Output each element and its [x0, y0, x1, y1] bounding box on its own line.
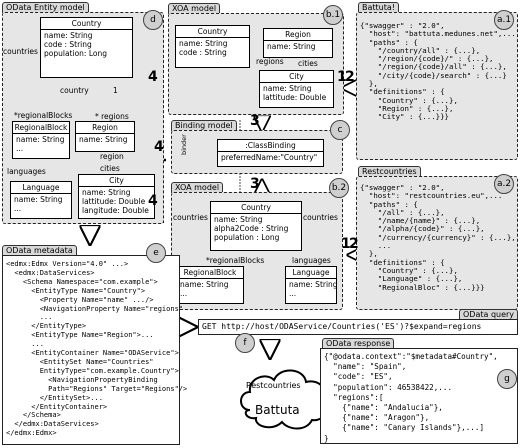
label-countries: countries	[3, 47, 38, 56]
class-name: Region	[76, 122, 134, 134]
class-region: Region name: String	[75, 121, 135, 152]
step-number-4: 4	[148, 193, 158, 209]
odata-response-code: {"@odata.context":"$metadata#Country", "…	[324, 352, 498, 443]
badge-f: f	[235, 333, 255, 353]
class-regional-block: RegionalBlock name: String ...	[12, 121, 70, 159]
xoa-class-language: Language name: String ...	[285, 266, 338, 304]
label-languages: languages	[292, 256, 331, 265]
label-cities: cities	[100, 164, 120, 173]
class-attrs: name: String code : String population: L…	[44, 31, 107, 58]
label-binder: binder	[180, 134, 188, 155]
restcountries-swagger-code: {"swagger" : "2.0", "host": "restcountri…	[360, 183, 516, 292]
label-regions: * regions	[95, 112, 129, 121]
badge-b2: b.2	[329, 178, 349, 198]
xoa-class-region: Region name: String	[263, 28, 333, 58]
badge-c: c	[330, 120, 350, 140]
cloud-label-restcountries: Restcountries	[246, 381, 301, 390]
badge-a2: a.2	[494, 174, 514, 194]
class-attrs: name: String	[79, 135, 128, 144]
cloud-icon	[240, 369, 328, 430]
xoa-class-city: City name: String lattitude: Double	[259, 70, 334, 108]
panel-tab-odata-entity: OData Entity model	[2, 2, 89, 13]
label-mult-1: 1	[113, 86, 118, 95]
label-country: country	[60, 86, 89, 95]
class-attrs: name: String lattitude: Double langitude…	[82, 188, 149, 215]
step-number-4: 4	[148, 69, 158, 85]
step-number-2: 2	[345, 69, 355, 85]
badge-e: e	[146, 243, 166, 263]
class-binding: :ClassBinding preferredName:"Country"	[217, 139, 324, 167]
class-name: :ClassBinding	[218, 140, 323, 152]
badge-a1: a.1	[494, 10, 514, 30]
restcountries-panel	[356, 176, 518, 310]
class-attrs: name: String code : String	[179, 39, 228, 57]
class-attrs: name: String ...	[14, 195, 63, 213]
class-name: Country	[211, 202, 301, 214]
class-attrs: name: String lattitude: Double	[263, 84, 327, 102]
panel-tab-odata-metadata: OData metadata	[2, 245, 77, 256]
step-number-4: 4	[154, 139, 164, 155]
panel-tab-binding: Binding model	[171, 120, 237, 131]
class-name: Language	[286, 267, 336, 279]
step-number-2: 2	[349, 236, 359, 252]
class-city: City name: String lattitude: Double lang…	[78, 174, 155, 219]
battuta-panel	[356, 12, 518, 160]
class-attrs: name: String alpha2Code : String populat…	[214, 215, 289, 242]
label-countries-right: countries	[303, 213, 338, 222]
panel-tab-xoa-top: XOA model	[168, 3, 221, 14]
class-name: Language	[11, 182, 71, 194]
label-regions: regions	[256, 57, 284, 66]
class-country: Country name: String code : String popul…	[40, 17, 133, 78]
odata-metadata-code: <edmx:Edmx Version="4.0" ...> <edmx:Data…	[6, 260, 188, 438]
class-attrs: name: String ...	[289, 280, 338, 298]
badge-b1: b.1	[323, 5, 343, 25]
odata-query-panel	[198, 319, 518, 335]
label-countries-left: countries	[173, 213, 208, 222]
xoa-class-country: Country name: String code : String	[175, 25, 250, 68]
class-name: Country	[176, 26, 249, 38]
class-name: City	[79, 175, 154, 187]
label-cities: cities	[298, 59, 318, 68]
label-regional-blocks: *regionalBlocks	[206, 256, 265, 265]
panel-tab-battuta: Battuta!	[358, 2, 399, 13]
class-language: Language name: String ...	[10, 181, 72, 219]
class-attrs: name: String ...	[16, 135, 65, 153]
xoa-class-regional-block: RegionalBlock name: String ...	[176, 266, 244, 304]
step-number-1: 1	[337, 69, 347, 85]
badge-g: g	[497, 369, 517, 389]
class-name: RegionalBlock	[13, 123, 69, 134]
label-region: region	[100, 152, 124, 161]
class-name: RegionalBlock	[177, 267, 243, 279]
cloud-label-battuta: Battuta	[255, 403, 300, 417]
odata-query-text: GET http://host/ODAService/Countries('ES…	[202, 322, 482, 331]
class-attrs: preferredName:"Country"	[221, 153, 318, 162]
badge-d: d	[143, 10, 163, 30]
class-attrs: name: String	[267, 42, 316, 51]
step-number-3: 3	[250, 176, 260, 192]
class-attrs: name: String ...	[180, 280, 229, 298]
panel-tab-xoa-bottom: XOA model	[171, 182, 224, 193]
class-name: Region	[264, 29, 332, 41]
label-regional-blocks: *regionalBlocks	[14, 111, 73, 120]
panel-tab-odata-response: OData response	[322, 338, 395, 349]
battuta-swagger-code: {"swagger" : "2.0", "host": "battuta.med…	[360, 21, 516, 122]
odata-metadata-panel	[2, 255, 180, 445]
label-languages: languages	[7, 167, 46, 176]
class-name: Country	[41, 18, 132, 30]
odata-response-panel	[320, 348, 518, 444]
step-number-3: 3	[250, 113, 260, 129]
class-name: City	[260, 71, 333, 83]
panel-tab-odata-query: OData query	[459, 309, 519, 320]
panel-tab-restcountries: Restcountries	[358, 166, 421, 177]
xoa-class-country-2: Country name: String alpha2Code : String…	[210, 201, 302, 251]
step-number-1: 1	[341, 236, 351, 252]
